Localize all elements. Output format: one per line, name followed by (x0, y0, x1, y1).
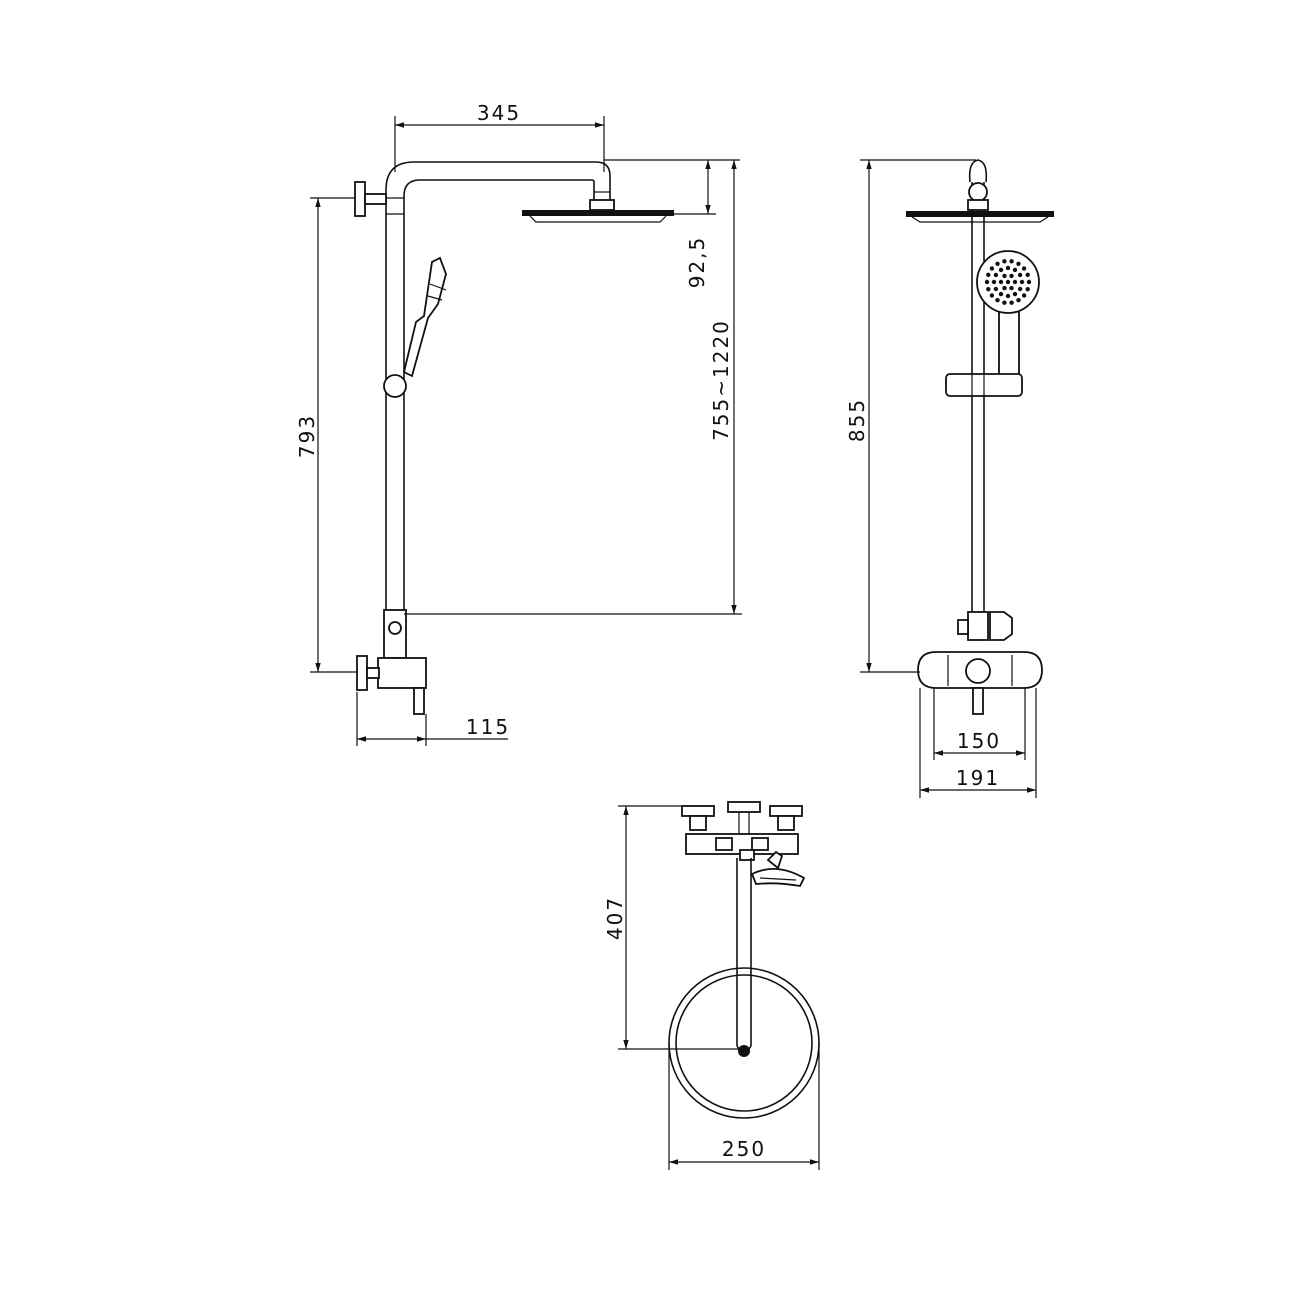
spray-nozzle (1005, 279, 1011, 285)
front-view: 855 150 191 (845, 159, 1054, 798)
hand-shower-side (383, 256, 447, 398)
spray-nozzle (1012, 291, 1018, 297)
side-view: 345 92,5 755~1220 793 115 (295, 101, 742, 746)
rain-shower-head-side (522, 199, 674, 223)
dim-label-191: 191 (956, 766, 1000, 790)
dim-wall-offset: 115 (356, 692, 510, 746)
spray-nozzle (986, 287, 991, 292)
diverter-front (957, 611, 1013, 641)
spray-nozzle (1009, 285, 1014, 291)
dim-label-793: 793 (295, 414, 319, 458)
spray-nozzle (989, 293, 995, 298)
mixer-front (917, 651, 1043, 715)
dim-height-range: 755~1220 (404, 160, 742, 615)
top-view: 407 250 (603, 801, 820, 1170)
dim-label-115: 115 (466, 715, 510, 739)
spray-nozzle (1002, 285, 1007, 291)
spray-nozzle (1017, 272, 1023, 278)
dim-label-250: 250 (722, 1137, 766, 1161)
spray-nozzle (1002, 259, 1007, 264)
spray-nozzle (1005, 265, 1011, 271)
spray-nozzle (1016, 298, 1021, 303)
spray-nozzle (1021, 266, 1027, 271)
dim-label-407: 407 (603, 896, 627, 940)
spray-nozzle (998, 279, 1004, 285)
slider-bracket-front (945, 373, 1023, 397)
wall-bracket-top (354, 181, 387, 217)
spray-nozzle (993, 272, 999, 278)
spray-nozzle (995, 261, 1000, 266)
spray-nozzle (1002, 273, 1007, 279)
spray-nozzle (1017, 286, 1023, 292)
dim-head-drop: 92,5 (604, 159, 740, 289)
spray-nozzle (991, 279, 997, 285)
spray-nozzle (993, 286, 999, 292)
rain-shower-head-top (668, 967, 820, 1119)
hand-shower-front (976, 250, 1040, 379)
spray-nozzle (1009, 273, 1014, 279)
dim-inlet-spacing: 150 (933, 688, 1026, 760)
front-riser (967, 159, 989, 612)
spray-nozzle (1009, 259, 1014, 264)
dim-front-height: 855 (845, 159, 976, 673)
spray-nozzle (986, 272, 991, 277)
dim-mixer-width: 191 (919, 688, 1037, 798)
spray-nozzle (1009, 300, 1014, 305)
spray-nozzle (998, 291, 1004, 297)
spray-nozzle (1025, 272, 1030, 277)
mixer-top (681, 801, 806, 887)
dim-head-diameter: 250 (668, 1043, 820, 1170)
dim-label-755-1220: 755~1220 (709, 319, 733, 441)
mixer-side (356, 609, 427, 715)
dim-top-depth: 407 (603, 805, 740, 1050)
spray-nozzle (995, 298, 1000, 303)
spray-nozzle (1002, 300, 1007, 305)
spray-nozzle (998, 267, 1004, 273)
spray-nozzle (1019, 279, 1025, 285)
rain-shower-head-front (906, 211, 1054, 223)
spray-nozzle (984, 279, 990, 285)
spray-nozzle (1026, 279, 1032, 285)
dim-side-height: 793 (295, 197, 357, 673)
spray-nozzle (1012, 279, 1018, 285)
spray-nozzle (1005, 293, 1011, 299)
spray-nozzle (1021, 293, 1027, 298)
spray-nozzle (1012, 267, 1018, 273)
dim-side-arm-width: 345 (394, 101, 605, 172)
dim-label-92-5: 92,5 (685, 236, 709, 289)
dim-label-855: 855 (845, 398, 869, 442)
spray-nozzle (989, 266, 995, 271)
spray-nozzle (1025, 287, 1030, 292)
spray-nozzles (984, 259, 1032, 305)
spray-nozzle (1016, 261, 1021, 266)
dim-label-345: 345 (477, 101, 521, 125)
riser-pipe (385, 161, 611, 610)
top-arm (736, 858, 752, 1053)
dim-label-150: 150 (957, 729, 1001, 753)
